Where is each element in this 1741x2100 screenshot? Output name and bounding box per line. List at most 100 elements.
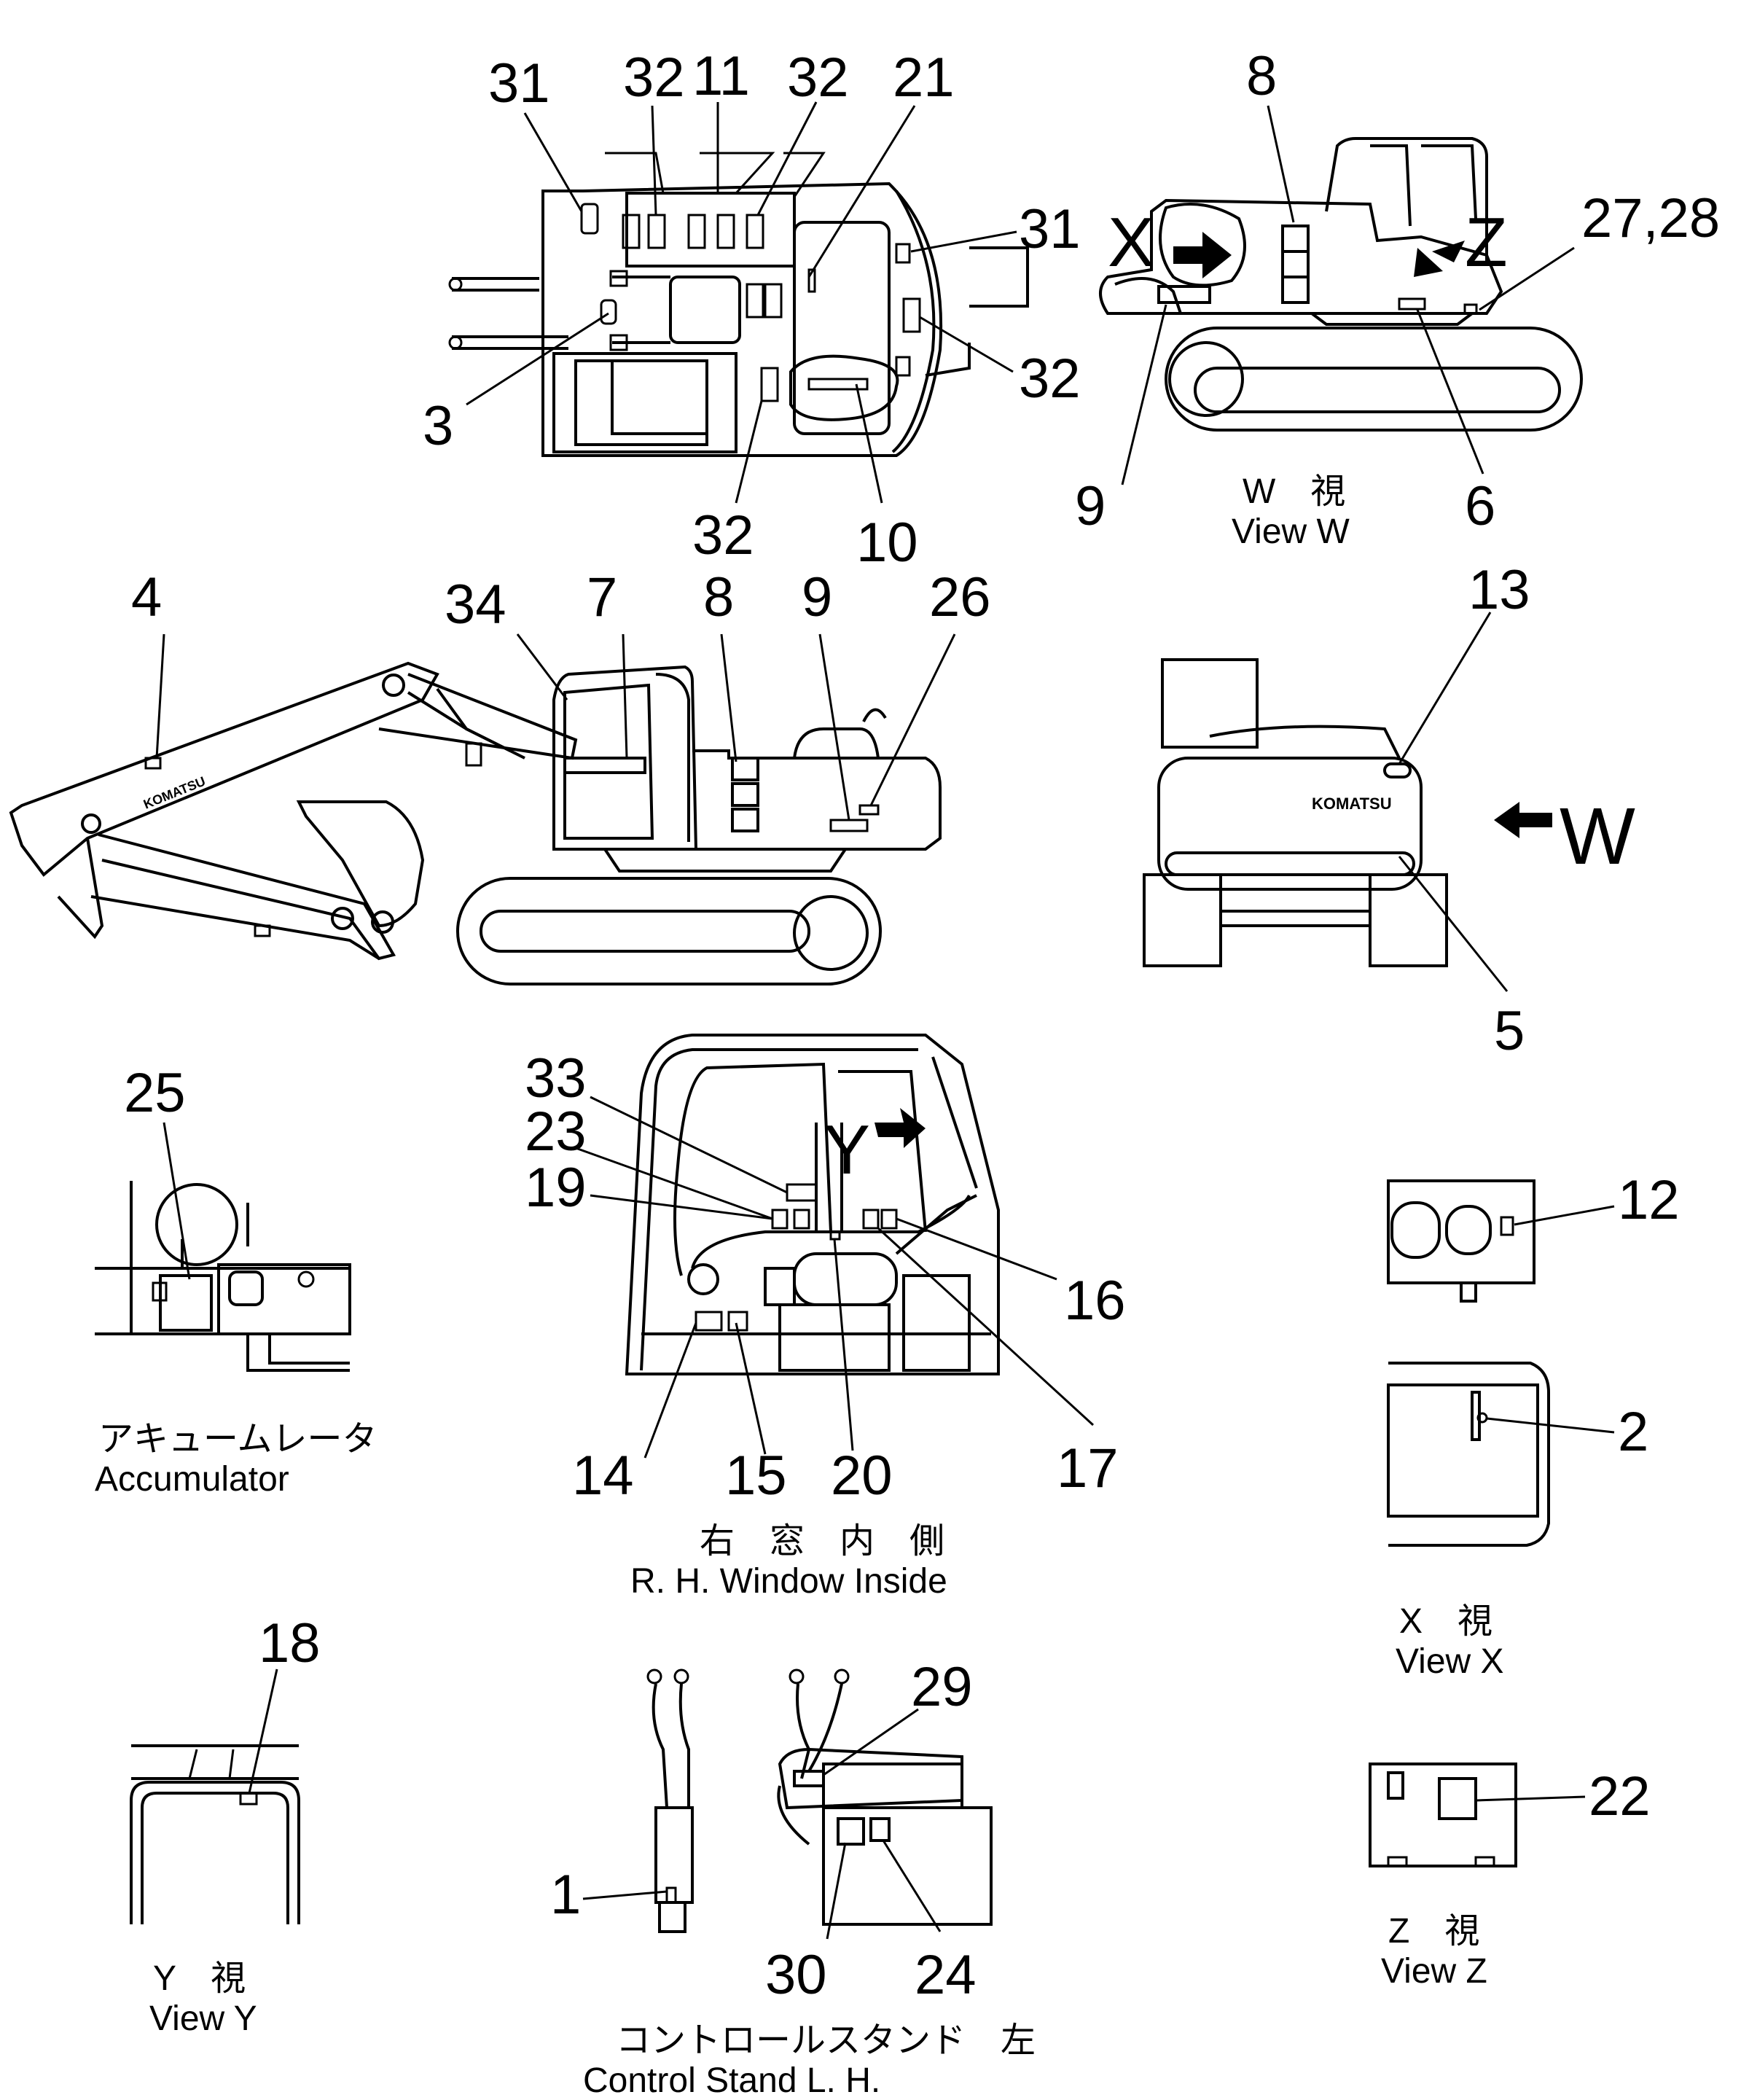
callout-32: 32 — [623, 47, 685, 109]
callout-5: 5 — [1494, 1000, 1525, 1062]
view-x-caption-jp: X 視 — [1399, 1602, 1492, 1641]
rear-brand-label: KOMATSU — [1312, 795, 1392, 813]
window-inside-drawing — [625, 1034, 1000, 1375]
side-view-callouts: 4 34 7 8 9 26 — [131, 566, 991, 636]
callout-30: 30 — [765, 1944, 827, 2006]
callout-3: 3 — [423, 395, 453, 457]
callout-9: 9 — [802, 566, 832, 628]
window-callouts: 33 23 19 16 14 15 20 17 — [525, 1047, 1126, 1507]
callout-29: 29 — [911, 1656, 973, 1718]
view-x: 12 2 X 視 View X — [1387, 1169, 1680, 1681]
callout-15: 15 — [725, 1445, 787, 1507]
callout-9: 9 — [1075, 475, 1106, 537]
window-caption-jp: 右 窓 内 側 — [700, 1522, 944, 1561]
rear-view: KOMATSU W 13 5 — [1143, 559, 1635, 1062]
callout-24: 24 — [915, 1944, 977, 2006]
callout-26: 26 — [929, 566, 991, 628]
callout-1: 1 — [550, 1864, 581, 1926]
arrow-w-icon — [1494, 802, 1552, 838]
view-x-leader-2 — [1486, 1417, 1615, 1434]
view-w-caption-en: View W — [1232, 512, 1350, 551]
view-z: 22 Z 視 View Z — [1369, 1763, 1651, 1991]
callout-12: 12 — [1618, 1169, 1680, 1231]
rear-view-callouts: 13 5 — [1468, 559, 1530, 1062]
control-stand-callouts: 29 1 30 24 — [550, 1656, 977, 2006]
callout-20: 20 — [831, 1445, 893, 1507]
view-w: X Z 8 27,28 9 6 W 視 View W — [1075, 45, 1720, 551]
callout-17: 17 — [1057, 1437, 1119, 1499]
view-z-leader — [1475, 1795, 1586, 1802]
view-z-drawing — [1369, 1763, 1517, 1867]
view-w-callouts: 8 27,28 9 6 — [1075, 45, 1720, 537]
view-y: 18 Y 視 View Y — [130, 1612, 321, 2038]
arrow-y-icon — [875, 1108, 926, 1148]
window-caption-en: R. H. Window Inside — [630, 1562, 947, 1601]
callout-22: 22 — [1589, 1765, 1651, 1827]
view-x-caption-en: View X — [1396, 1642, 1504, 1681]
callout-25: 25 — [124, 1062, 186, 1124]
arrow-x-icon — [1173, 232, 1232, 278]
control-stand-caption-en: Control Stand L. H. — [583, 2061, 880, 2100]
view-w-caption-jp: W 視 — [1243, 472, 1345, 511]
rear-view-drawing — [1143, 658, 1552, 967]
callout-11: 11 — [692, 45, 750, 107]
callout-32: 32 — [692, 504, 754, 566]
callout-31: 31 — [1019, 198, 1081, 260]
view-y-caption-en: View Y — [149, 1999, 257, 2038]
control-stand-leaders — [582, 1708, 942, 1940]
view-y-caption-jp: Y 視 — [153, 1959, 246, 1998]
side-view-leaders — [155, 633, 956, 821]
control-stand-drawing — [646, 1668, 993, 1933]
callout-8: 8 — [703, 566, 734, 628]
top-view: 31 32 11 32 21 31 32 3 32 10 — [423, 45, 1081, 574]
control-stand-caption-jp: コントロールスタンド 左 — [616, 2021, 1036, 2060]
view-letter-x: X — [1108, 203, 1154, 281]
rear-view-leaders — [1398, 612, 1509, 992]
callout-19: 19 — [525, 1157, 587, 1219]
view-x-leader-12 — [1514, 1205, 1615, 1226]
view-y-leader — [248, 1668, 278, 1794]
accumulator-caption-en: Accumulator — [95, 1460, 289, 1499]
accumulator-view: 25 アキュームレータ Accumulator — [95, 1062, 377, 1499]
callout-4: 4 — [131, 566, 162, 628]
view-z-caption-en: View Z — [1381, 1952, 1487, 1991]
callout-16: 16 — [1064, 1270, 1126, 1332]
view-letter-z: Z — [1465, 203, 1508, 281]
accumulator-leader — [163, 1122, 191, 1280]
callout-13: 13 — [1468, 559, 1530, 621]
top-view-leaders — [466, 101, 1017, 504]
callout-27-28: 27,28 — [1581, 187, 1720, 249]
callout-23: 23 — [525, 1101, 587, 1163]
arrow-z-icon — [1414, 241, 1465, 277]
window-leaders — [575, 1096, 1095, 1459]
callout-7: 7 — [587, 566, 617, 628]
side-view: KOMATSU 4 34 7 8 9 26 — [9, 566, 991, 985]
callout-8: 8 — [1246, 45, 1277, 107]
view-y-drawing — [130, 1744, 300, 1924]
callout-33: 33 — [525, 1047, 587, 1109]
top-view-callouts: 31 32 11 32 21 31 32 3 32 10 — [423, 45, 1081, 574]
callout-6: 6 — [1465, 475, 1495, 537]
view-x-drawing — [1387, 1179, 1550, 1547]
side-view-drawing — [9, 661, 942, 985]
callout-34: 34 — [445, 574, 506, 636]
accumulator-drawing — [95, 1181, 351, 1372]
callout-32: 32 — [787, 47, 849, 109]
callout-21: 21 — [893, 47, 955, 109]
view-w-leaders — [1121, 105, 1575, 485]
callout-14: 14 — [572, 1445, 634, 1507]
accumulator-caption-jp: アキュームレータ — [98, 1420, 377, 1459]
window-inside-view: Y 33 23 19 16 14 15 20 17 右 窓 内 側 R. H. … — [525, 1034, 1126, 1601]
callout-10: 10 — [856, 512, 918, 574]
view-w-drawing — [1099, 137, 1583, 432]
top-view-drawing — [448, 152, 1029, 457]
callout-31: 31 — [488, 52, 550, 114]
view-letter-y: Y — [823, 1111, 870, 1189]
control-stand-view: 29 1 30 24 コントロールスタンド 左 Control Stand L.… — [550, 1656, 1036, 2100]
callout-2: 2 — [1618, 1401, 1648, 1463]
view-z-caption-jp: Z 視 — [1388, 1912, 1479, 1951]
callout-18: 18 — [259, 1612, 321, 1674]
callout-32: 32 — [1019, 348, 1081, 410]
view-w-arrow-label: W — [1560, 792, 1635, 881]
